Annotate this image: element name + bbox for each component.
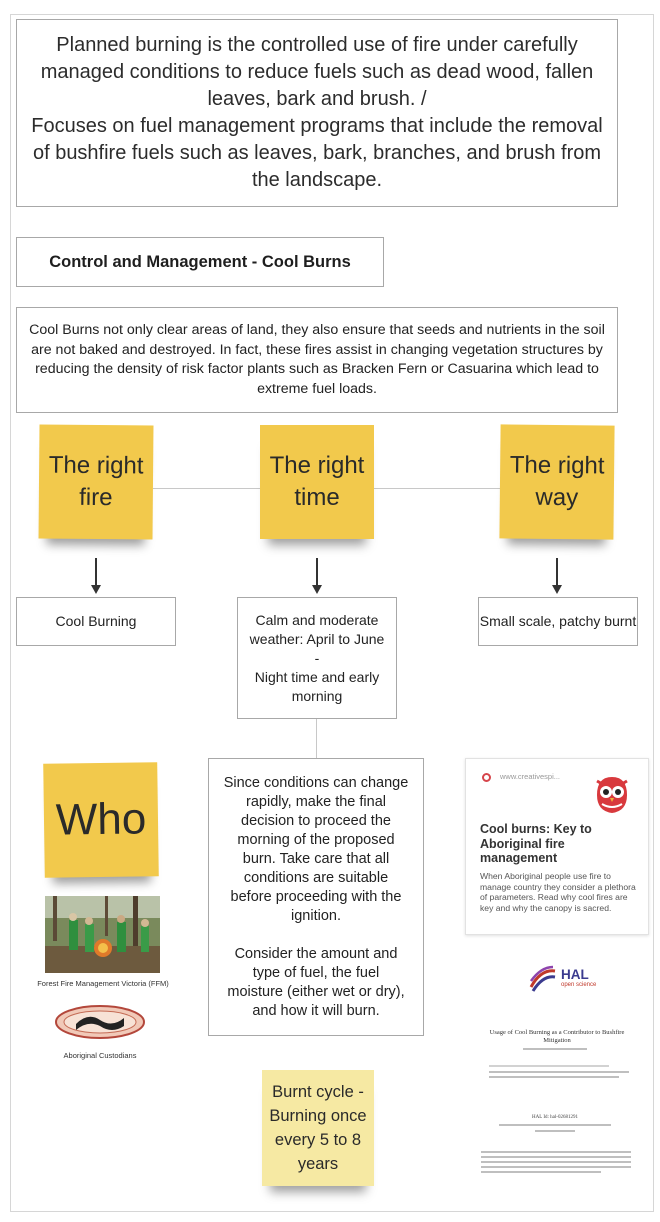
ffm-photo bbox=[45, 896, 160, 973]
sticky-who[interactable]: Who bbox=[43, 762, 159, 878]
hal-mark-icon bbox=[527, 965, 557, 993]
box-weather: Calm and moderate weather: April to June… bbox=[237, 597, 397, 719]
favicon-icon bbox=[482, 773, 491, 782]
description-box: Cool Burns not only clear areas of land,… bbox=[16, 307, 618, 413]
link-source: www.creativespi... bbox=[500, 772, 560, 781]
hal-tagline: open science bbox=[561, 982, 596, 988]
sticky-right-time[interactable]: The right time bbox=[260, 425, 374, 539]
advice-paragraph-2: Consider the amount and type of fuel, th… bbox=[223, 945, 409, 1021]
arrow-way bbox=[556, 558, 558, 588]
paper-thumbnail[interactable]: Usage of Cool Burning as a Contributor t… bbox=[475, 1025, 635, 1180]
weather-line-2: - bbox=[244, 649, 390, 668]
arrow-fire bbox=[95, 558, 97, 588]
custodians-logo bbox=[54, 1004, 146, 1040]
caption-ffm: Forest Fire Management Victoria (FFM) bbox=[28, 979, 178, 988]
section-title: Control and Management - Cool Burns bbox=[16, 237, 384, 287]
link-preview-card[interactable]: www.creativespi... Cool burns: Key to Ab… bbox=[465, 758, 649, 935]
hal-name: HAL bbox=[561, 967, 589, 982]
intro-line-1: Planned burning is the controlled use of… bbox=[31, 32, 603, 113]
sticky-right-way[interactable]: The right way bbox=[499, 424, 614, 539]
arrow-time bbox=[316, 558, 318, 588]
weather-line-1: Calm and moderate weather: April to June bbox=[244, 611, 390, 649]
intro-text-box: Planned burning is the controlled use of… bbox=[16, 19, 618, 207]
connector-fire-time bbox=[153, 488, 260, 489]
box-advice: Since conditions can change rapidly, mak… bbox=[208, 758, 424, 1036]
weather-line-3: Night time and early morning bbox=[244, 668, 390, 706]
box-small-scale: Small scale, patchy burnt bbox=[478, 597, 638, 646]
sticky-right-fire[interactable]: The right fire bbox=[39, 425, 154, 540]
link-description: When Aboriginal people use fire to manag… bbox=[480, 871, 640, 913]
advice-paragraph-1: Since conditions can change rapidly, mak… bbox=[223, 774, 409, 926]
connector-weather-advice bbox=[316, 719, 317, 758]
hal-logo: HAL open science bbox=[527, 965, 607, 993]
paper-hal-id: HAL Id: hal-02681291 bbox=[475, 1115, 635, 1120]
owl-logo-icon bbox=[594, 773, 630, 815]
connector-time-way bbox=[374, 488, 500, 489]
sticky-burnt-cycle[interactable]: Burnt cycle - Burning once every 5 to 8 … bbox=[262, 1070, 374, 1186]
intro-line-2: Focuses on fuel management programs that… bbox=[31, 113, 603, 194]
link-title: Cool burns: Key to Aboriginal fire manag… bbox=[480, 822, 630, 866]
paper-title: Usage of Cool Burning as a Contributor t… bbox=[489, 1029, 625, 1045]
box-cool-burning: Cool Burning bbox=[16, 597, 176, 646]
caption-custodians: Aboriginal Custodians bbox=[40, 1051, 160, 1060]
